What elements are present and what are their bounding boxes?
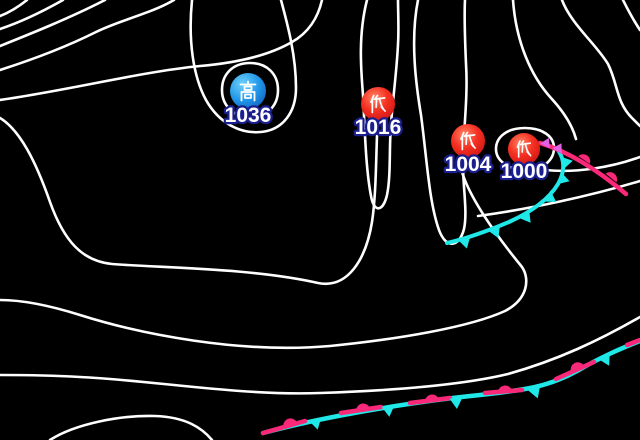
stationary-front [260,337,640,436]
symbol-stroke [526,150,530,155]
symbol-stroke [244,93,252,99]
pressure-symbol-高 [239,80,257,102]
stationary-front-scallop [570,362,584,372]
low-pressure-circle [361,87,395,121]
low-pressure-circle [451,124,485,158]
stationary-front-scallop [498,385,512,392]
pressure-symbol-低 [516,140,532,158]
isobar-line [494,126,556,172]
cold-front-triangle [488,225,500,239]
symbol-stroke [524,142,532,157]
stationary-front-triangle [449,397,463,409]
isobar-line [621,0,640,32]
pressure-symbol-低 [460,131,476,151]
isobar-line [189,0,298,134]
cold-front-triangle [543,190,557,202]
isobar-line [0,315,640,395]
stationary-front-scallop [283,418,297,426]
isobar-line [48,414,214,440]
isobar-line [220,61,280,119]
isobar-line [0,170,528,350]
symbol-stroke [380,105,385,111]
symbol-stroke [243,85,253,91]
pressure-value-label: 1036 [225,104,272,127]
occlusion-point-triangle [552,143,562,154]
symbol-stroke [370,94,375,103]
warm-front-scallop [578,154,591,164]
stationary-front-warm-segment [260,418,308,436]
isobar-line [412,0,468,246]
pressure-value-label: 1016 [355,116,402,139]
stationary-front-warm-segment [482,387,525,396]
isobar-line [511,0,578,141]
high-pressure-marker [230,73,266,109]
cold-front-triangle [457,236,471,249]
isobar-line [0,0,65,31]
occlusion-point-triangle [540,137,550,149]
symbol-stroke [516,140,521,149]
cold-front-triangle [557,171,570,185]
pressure-value-label: 1004 [445,153,492,176]
stationary-front-triangle [308,417,322,430]
low-pressure-marker [361,87,395,121]
symbol-stroke [460,131,465,140]
cold-front [445,148,573,249]
symbol-stroke [378,97,386,112]
stationary-front-scallop [356,403,370,410]
stationary-front-triangle [381,405,395,417]
stationary-front-warm-segment [407,395,453,406]
isobar-line [359,0,400,210]
stationary-front-triangle [598,352,610,366]
low-pressure-circle [508,133,540,165]
isobar-line [0,0,29,18]
pressure-symbol-低 [370,94,386,114]
warm-front [537,137,629,197]
low-pressure-marker [508,133,540,165]
isobar-line [0,116,379,286]
isobar-line [0,0,176,72]
stationary-front-triangle [527,385,541,399]
isobar-line [560,0,640,128]
cold-front-triangle [518,210,531,223]
pressure-value-label: 1000 [501,160,548,183]
low-pressure-marker [451,124,485,158]
warm-front-scallop [605,172,618,183]
stationary-front-warm-segment [338,404,384,416]
cold-front-triangle [560,156,573,170]
stationary-front-scallop [425,394,439,401]
stationary-front-warm-segment [624,337,640,348]
stationary-front-warm-segment [553,359,597,382]
isobar-line [0,0,107,48]
symbol-stroke [470,142,475,148]
isobar-line [476,179,640,218]
high-pressure-circle [230,73,266,109]
symbol-stroke [468,134,476,149]
isobar-line [0,0,324,102]
